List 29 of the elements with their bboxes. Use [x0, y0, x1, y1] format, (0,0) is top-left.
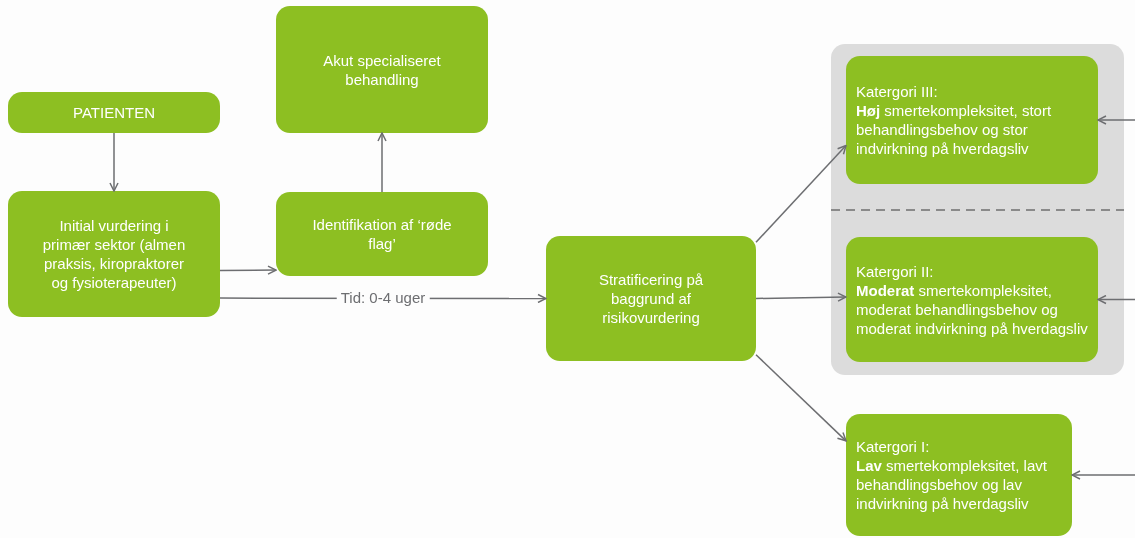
- process-box: [276, 6, 488, 133]
- arrow: [1097, 115, 1135, 125]
- process-box: [846, 56, 1098, 184]
- process-box: [546, 236, 756, 361]
- arrow: [755, 292, 847, 302]
- process-box: [846, 414, 1072, 536]
- category-heading: Katergori I:: [856, 437, 930, 456]
- process-box: [8, 191, 220, 317]
- category-description: Moderat smertekompleksitet, moderat behandlingsbehov og moderat indvirkning på hverdagsliv: [856, 280, 1088, 338]
- category-description: Lav smertekompleksitet, lavt behandlingsbehov og lav indvirkning på hverdagsliv: [856, 456, 1048, 513]
- arrow: [1071, 470, 1135, 480]
- box-text: Akut specialiseret behandling: [322, 50, 442, 89]
- process-box: [846, 237, 1098, 362]
- process-box: [276, 192, 488, 276]
- category-description: Høj smertekompleksitet, stort behandlingsbehov og stor indvirkning på hverdagsliv: [856, 101, 1053, 158]
- arrow: [755, 354, 847, 442]
- arrow: [109, 132, 119, 192]
- category-heading: Katergori II:: [856, 261, 934, 281]
- box-text: Stratificering på baggrund af risikovurdering: [597, 270, 705, 327]
- box-text: Initial vurdering i primær sektor (almen praksis, kiropraktorer og fysioterapeuter): [42, 216, 186, 292]
- arrow: [219, 265, 277, 275]
- box-text: PATIENTEN: [73, 103, 155, 122]
- arrow: [1097, 294, 1135, 305]
- category-heading: Katergori III:: [856, 82, 938, 101]
- box-text: Identifikation af ‘røde flag’: [311, 215, 453, 253]
- arrow: [377, 132, 387, 193]
- process-box: [8, 92, 220, 133]
- category-panel: [831, 44, 1124, 375]
- arrow: [755, 144, 847, 243]
